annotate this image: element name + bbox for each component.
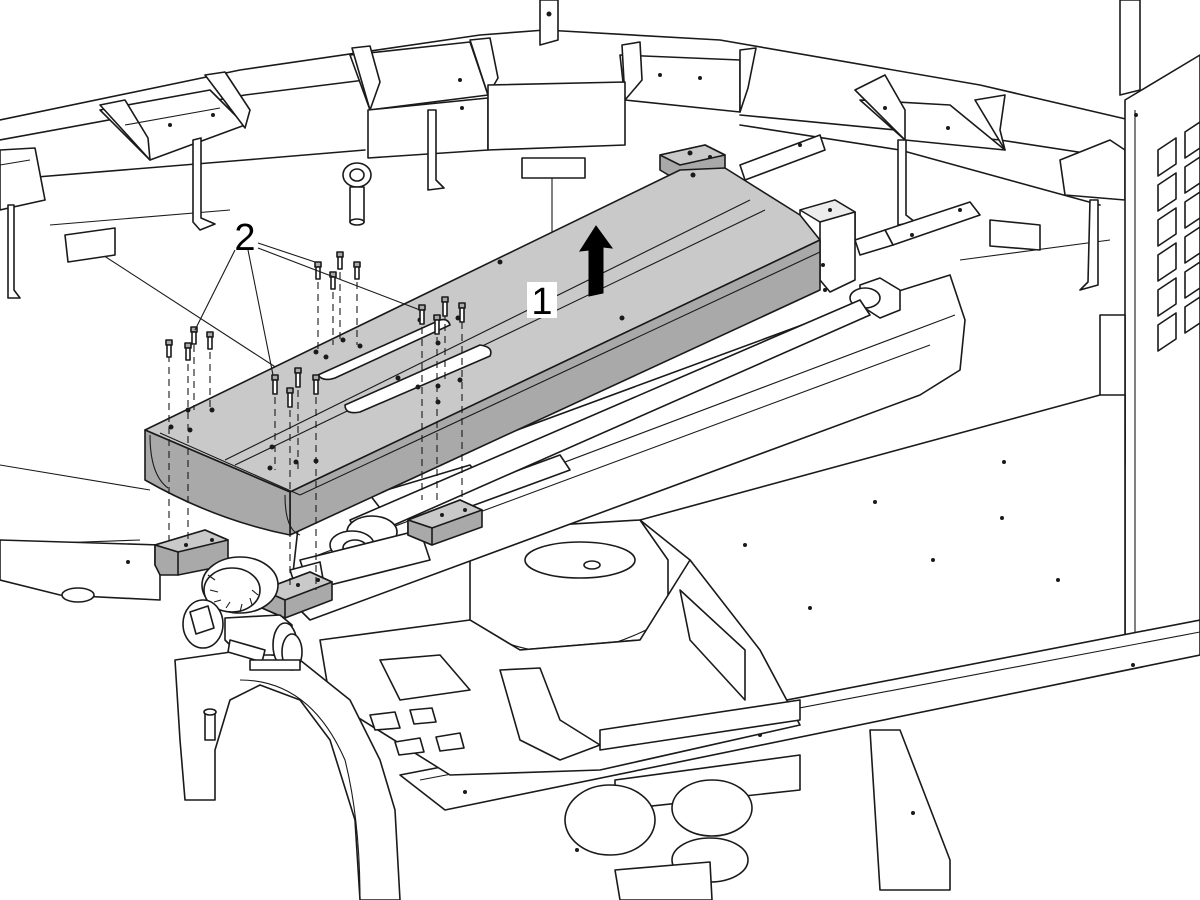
screw — [458, 302, 466, 323]
screw — [353, 261, 361, 280]
screws-part-2 — [165, 251, 466, 408]
tray-center-left — [349, 37, 499, 191]
callout-1: 1 — [527, 281, 557, 323]
tray-left — [99, 71, 251, 231]
callout-2-leaders — [194, 242, 421, 376]
tray-right — [854, 74, 1041, 251]
screw — [271, 374, 279, 395]
screw — [418, 304, 426, 325]
callout-2-label: 2 — [234, 217, 255, 259]
pedestal-arch — [174, 649, 401, 900]
screw — [312, 374, 320, 395]
screw — [184, 342, 192, 361]
callout-2: 2 — [234, 217, 255, 259]
eye-bolt — [342, 162, 372, 226]
screw — [329, 271, 337, 290]
screw — [206, 331, 214, 350]
screw — [286, 387, 294, 408]
servo-motor — [182, 556, 303, 671]
screw — [336, 251, 344, 270]
screw — [433, 314, 441, 335]
screw — [190, 326, 198, 345]
tray-far-right — [1059, 139, 1126, 291]
lower-machine-body — [319, 559, 951, 900]
screw — [314, 261, 322, 280]
housing-panel-right — [1094, 54, 1200, 663]
screw-drop-lines — [168, 260, 463, 590]
screw — [441, 296, 449, 317]
callout-1-label: 1 — [531, 281, 552, 323]
tray-center-right — [487, 41, 757, 179]
tray-far-left — [0, 147, 116, 299]
screw — [294, 367, 302, 388]
up-arrow-icon — [579, 225, 614, 297]
screw — [165, 339, 173, 358]
base-plate — [0, 394, 1126, 721]
